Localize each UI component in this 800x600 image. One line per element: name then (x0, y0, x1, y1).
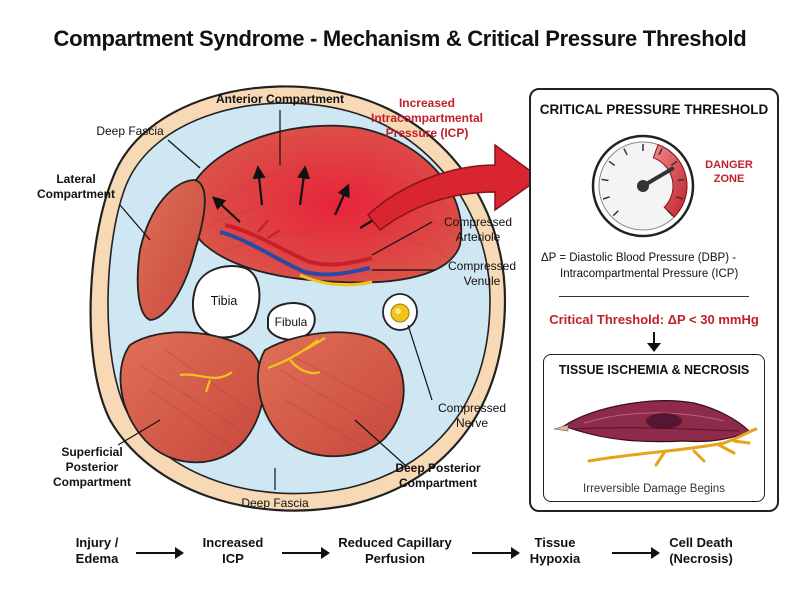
flow-step-1: Injury /Edema (75, 535, 119, 566)
flow-arrow-icon (282, 547, 330, 559)
label-tibia: Tibia (211, 294, 238, 308)
label-compressed-venule-2: Venule (464, 274, 501, 288)
gauge-tick (670, 160, 678, 167)
gauge-tick (601, 178, 609, 182)
label-icp-3: Pressure (ICP) (386, 126, 469, 140)
label-icp-1: Increased (399, 96, 455, 110)
label-compressed-nerve-2: Nerve (456, 416, 488, 430)
pressure-formula: ΔP = Diastolic Blood Pressure (DBP) - In… (541, 250, 773, 282)
down-arrow-icon (647, 332, 661, 352)
icp-arrow (366, 143, 542, 232)
label-superficial-posterior-3: Compartment (53, 475, 131, 489)
label-anterior-compartment: Anterior Compartment (216, 92, 344, 106)
danger-label-1: DANGER (705, 159, 753, 171)
divider (559, 296, 749, 297)
label-lateral-1: Lateral (56, 172, 95, 186)
flow-arrow-icon (472, 547, 520, 559)
label-compressed-arteriole-2: Arteriole (456, 230, 501, 244)
danger-label-2: ZONE (714, 173, 745, 185)
formula-line-1: ΔP = Diastolic Blood Pressure (DBP) - (541, 252, 737, 264)
label-superficial-posterior-1: Superficial (61, 445, 122, 459)
neurovascular-bundle (219, 219, 373, 287)
label-compressed-arteriole-1: Compressed (444, 215, 512, 229)
gauge-tick (612, 210, 619, 217)
label-icp-2: Intracompartmental (371, 111, 483, 125)
fibula-bone (267, 302, 316, 341)
label-deep-posterior-1: Deep Posterior (395, 461, 481, 475)
critical-threshold-panel: CRITICAL PRESSURE THRESHOLD DANGER ZONE … (529, 88, 779, 512)
nerve-cross-section (382, 293, 418, 331)
formula-line-2: Intracompartmental Pressure (ICP) (560, 268, 739, 280)
label-deep-fascia-bottom: Deep Fascia (241, 496, 309, 510)
page-title: Compartment Syndrome - Mechanism & Criti… (53, 26, 747, 51)
flow-arrow-icon (136, 547, 184, 559)
lateral-compartment (136, 179, 206, 321)
panel-title: CRITICAL PRESSURE THRESHOLD (539, 102, 769, 117)
tibia-bone (191, 265, 261, 339)
critical-threshold-text: Critical Threshold: ΔP < 30 mmHg (549, 312, 759, 327)
necrotic-muscle-illustration (553, 400, 758, 467)
label-deep-posterior-2: Compartment (399, 476, 477, 490)
gauge-tick (676, 196, 684, 200)
label-superficial-posterior-2: Posterior (66, 460, 119, 474)
gauge-tick (658, 148, 663, 156)
gauge-tick (677, 178, 685, 182)
gauge-tick (667, 210, 674, 217)
leader-lines (117, 110, 435, 490)
flow-arrow-icon (612, 547, 660, 559)
posterior-muscle-fibers (139, 349, 396, 451)
label-deep-fascia-top: Deep Fascia (96, 124, 164, 138)
posterior-nerves (179, 337, 326, 393)
label-compressed-nerve-1: Compressed (438, 401, 506, 415)
ischemia-title: TISSUE ISCHEMIA & NECROSIS (558, 363, 750, 377)
label-lateral-2: Compartment (37, 187, 115, 201)
superficial-posterior-compartment (119, 331, 265, 464)
gauge-tick (608, 160, 616, 167)
label-compressed-venule-1: Compressed (448, 259, 516, 273)
gauge-tick (602, 196, 610, 200)
pressure-gauge: DANGER ZONE (591, 134, 753, 238)
gauge-tick (623, 148, 628, 156)
label-fibula: Fibula (275, 315, 308, 329)
ischemia-box: TISSUE ISCHEMIA & NECROSIS Irreversible … (543, 354, 765, 502)
flow-step-5: Cell Death(Necrosis) (669, 535, 733, 566)
ischemia-caption: Irreversible Damage Begins (583, 483, 725, 495)
